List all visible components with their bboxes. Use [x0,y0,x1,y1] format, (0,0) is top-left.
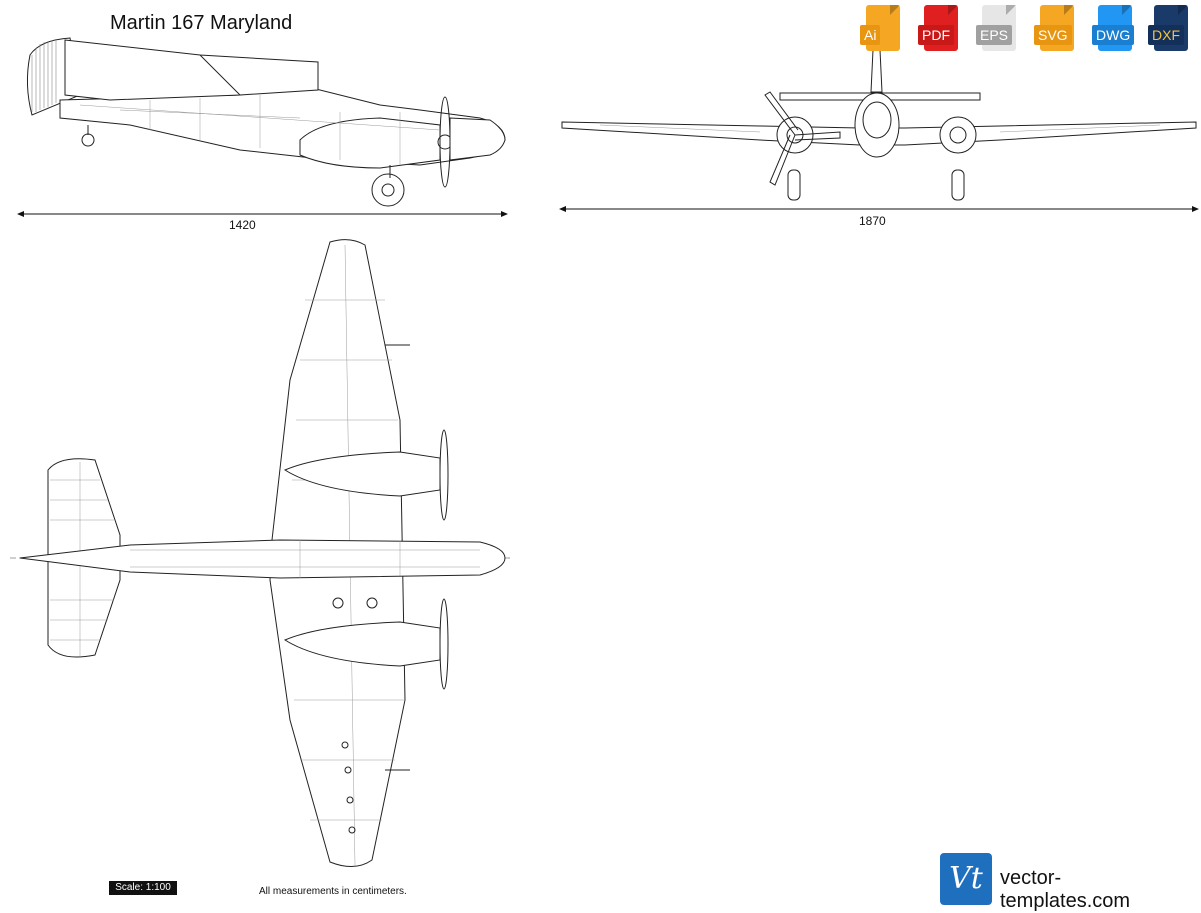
brand-block[interactable]: Vt vector-templates.com [940,853,1190,912]
top-view [10,239,510,867]
vt-logo: Vt [940,853,992,905]
measurement-note: All measurements in centimeters. [259,886,407,897]
front-view [561,49,1197,201]
drawing-title: Martin 167 Maryland [110,12,293,34]
brand-url[interactable]: vector-templates.com [1000,867,1131,912]
format-dxf-button[interactable]: DXF [1148,5,1196,53]
side-length-label: 1420 [229,218,256,232]
format-ai-button[interactable]: Ai [860,5,908,53]
format-svg-button[interactable]: SVG [1034,5,1082,53]
side-view [26,37,506,207]
scale-label: Scale: 1:100 [109,881,177,895]
format-pdf-button[interactable]: PDF [918,5,966,53]
front-span-label: 1870 [859,214,886,228]
format-eps-button[interactable]: EPS [976,5,1024,53]
format-dwg-button[interactable]: DWG [1092,5,1140,53]
